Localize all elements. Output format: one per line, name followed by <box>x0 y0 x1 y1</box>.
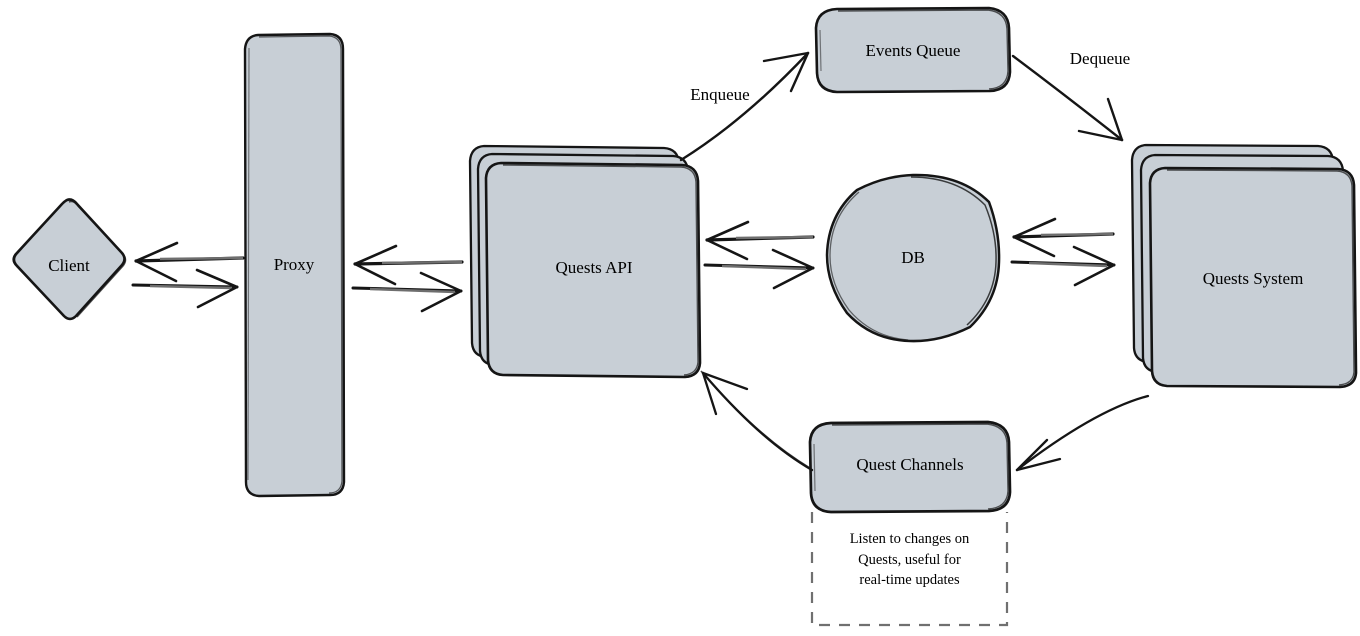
arrow-channels-to-api <box>700 370 814 472</box>
arrow-dequeue <box>1011 54 1124 142</box>
arrow-proxy-to-api <box>351 271 463 313</box>
arrow-proxy-to-client <box>134 241 245 283</box>
node-quest-channels[interactable] <box>808 420 1012 514</box>
arrow-db-to-api <box>705 220 815 261</box>
arrow-api-to-proxy <box>353 244 464 286</box>
arrow-system-to-channels <box>1015 394 1150 472</box>
node-client[interactable] <box>12 198 127 321</box>
note-line-1: Listen to changes on <box>849 531 970 547</box>
node-proxy[interactable] <box>243 32 346 498</box>
edge-label-enqueue: Enqueue <box>690 85 750 104</box>
note-line-3: real-time updates <box>859 572 960 589</box>
arrow-system-to-db <box>1012 217 1115 258</box>
arrow-client-to-proxy <box>131 268 239 309</box>
arrow-db-to-system <box>1010 245 1116 287</box>
node-db[interactable] <box>825 173 1001 343</box>
arrow-enqueue <box>679 51 810 162</box>
edge-label-dequeue: Dequeue <box>1069 49 1131 68</box>
arrow-api-to-db <box>703 248 815 290</box>
note-content: Listen to changes on Quests, useful for … <box>812 529 1007 591</box>
node-events-queue[interactable] <box>814 6 1012 94</box>
node-quests-api[interactable] <box>468 144 702 379</box>
node-quests-system[interactable] <box>1130 143 1358 389</box>
note-line-2: Quests, useful for <box>858 551 961 568</box>
note-box <box>810 512 1009 627</box>
